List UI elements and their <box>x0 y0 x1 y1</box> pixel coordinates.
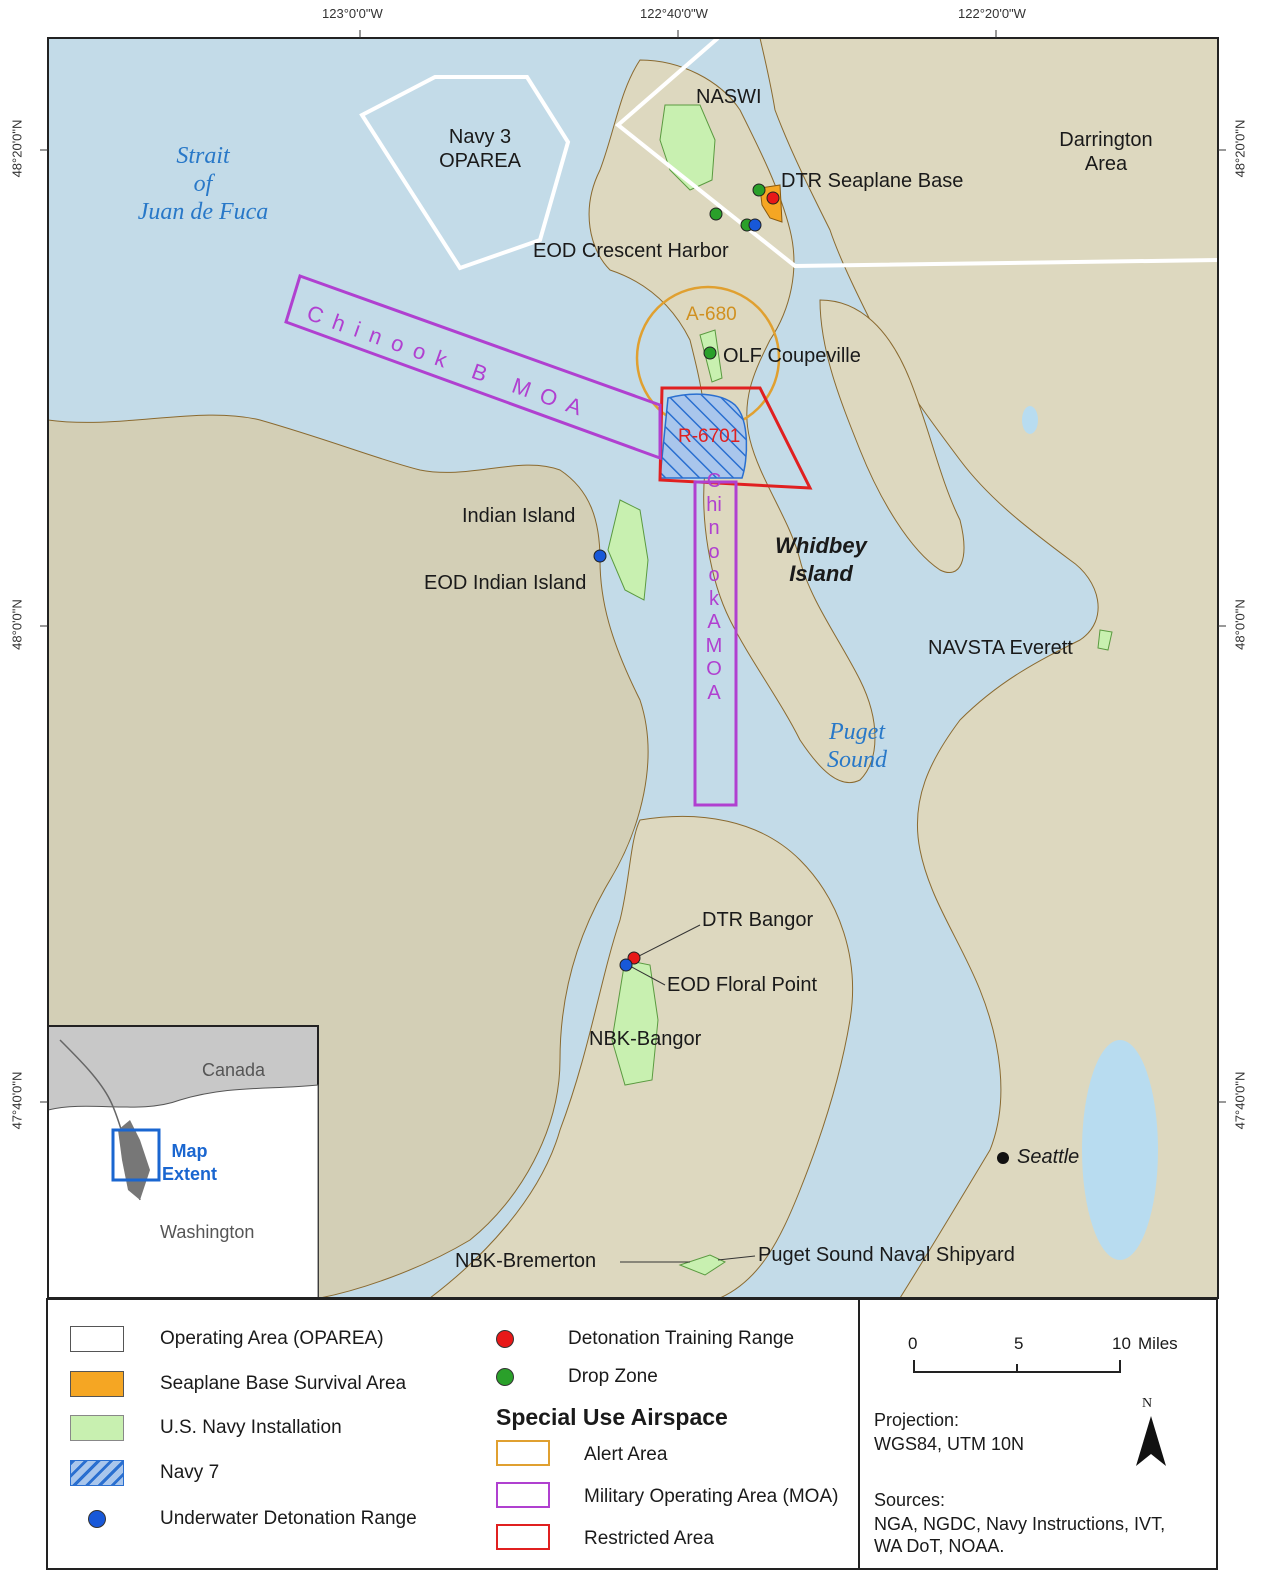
moa-swatch <box>496 1482 550 1508</box>
scale-unit: Miles <box>1138 1334 1178 1353</box>
lake-washington <box>1082 1040 1158 1260</box>
navsta-label: NAVSTA Everett <box>928 637 1073 659</box>
nbk-bangor-label: NBK-Bangor <box>589 1028 702 1050</box>
legend-oparea: Operating Area (OPAREA) <box>160 1328 384 1349</box>
olf-drop-zone-dot <box>703 346 717 360</box>
navy7-swatch <box>70 1460 124 1486</box>
inset-map <box>47 1025 319 1299</box>
chinook-b-moa <box>284 274 662 461</box>
dtr-seaplane-label: DTR Seaplane Base <box>781 170 964 192</box>
inset-washington-label: Washington <box>160 1222 255 1242</box>
sua-title: Special Use Airspace <box>496 1404 728 1430</box>
navy-installation-swatch <box>70 1415 124 1441</box>
whidbey-label: Whidbey Island <box>775 533 867 586</box>
dtr-seaplane-dot <box>766 191 780 205</box>
coord-top-3: 122°20'0"W <box>958 6 1026 21</box>
navy3-oparea-polygon <box>359 75 571 271</box>
seattle-label: Seattle <box>1017 1146 1080 1168</box>
eod-floral-leader <box>627 964 666 986</box>
eod-floral-label: EOD Floral Point <box>667 974 818 996</box>
legend-navy7: Navy 7 <box>160 1462 220 1483</box>
lake-small <box>1022 406 1038 434</box>
navy3-label: Navy 3 OPAREA <box>439 126 521 172</box>
indian-island-label: Indian Island <box>462 505 576 527</box>
dtr-swatch <box>496 1330 514 1348</box>
eod-floral-dot <box>619 958 633 972</box>
coord-left-1: 48°20'0"N <box>9 119 25 178</box>
darrington-label: Darrington Area <box>1059 129 1153 175</box>
legend-udr: Underwater Detonation Range <box>160 1508 417 1529</box>
naswi-label: NASWI <box>696 86 762 108</box>
chinook-a-moa <box>693 480 738 807</box>
scale-tick-10: 10 <box>1112 1334 1131 1353</box>
eod-crescent-label: EOD Crescent Harbor <box>533 240 729 262</box>
scale-tick-5: 5 <box>1014 1334 1024 1353</box>
psns-label: Puget Sound Naval Shipyard <box>758 1244 1015 1266</box>
north-arrow-icon <box>1136 1416 1166 1466</box>
indian-island-installation <box>607 499 649 601</box>
naswi-oparea-polygon <box>614 38 1218 269</box>
projection-title: Projection: <box>874 1410 960 1430</box>
coord-right-2: 48°0'0"N <box>1232 599 1248 650</box>
legend-panel: Operating Area (OPAREA) Seaplane Base Su… <box>46 1298 1218 1570</box>
seaplane-swatch <box>70 1371 124 1397</box>
coord-right-3: 47°40'0"N <box>1232 1071 1248 1130</box>
eod-indian-label: EOD Indian Island <box>424 572 587 594</box>
nbk-bangor-installation <box>611 959 659 1086</box>
coord-top-2: 122°40'0"W <box>640 6 708 21</box>
legend-divider <box>858 1300 860 1570</box>
legend-dtr: Detonation Training Range <box>568 1328 795 1349</box>
psns-installation <box>678 1254 727 1276</box>
legend-seaplane: Seaplane Base Survival Area <box>160 1373 407 1394</box>
strait-label: Strait of Juan de Fuca <box>137 143 269 225</box>
seattle-dot <box>997 1152 1009 1164</box>
psns-leader <box>717 1255 756 1261</box>
a680-label: A-680 <box>686 304 737 325</box>
north-label: N <box>1142 1396 1153 1411</box>
legend-alert: Alert Area <box>584 1444 668 1465</box>
dtr-bangor-label: DTR Bangor <box>702 909 814 931</box>
restricted-swatch <box>496 1524 550 1550</box>
inset-canada-label: Canada <box>202 1060 266 1080</box>
sources-value: NGA, NGDC, Navy Instructions, IVT, WA Do… <box>874 1514 1166 1556</box>
eod-crescent-dot <box>748 218 762 232</box>
eod-indian-dot <box>593 549 607 563</box>
scale-bar <box>913 1360 1121 1373</box>
olf-label: OLF Coupeville <box>723 345 861 367</box>
chinook-a-label: Chinook A MOA <box>705 470 723 704</box>
alert-swatch <box>496 1440 550 1466</box>
navy7-area <box>659 393 748 479</box>
nbk-bremerton-label: NBK-Bremerton <box>455 1250 597 1272</box>
coord-left-2: 48°0'0"N <box>9 599 25 650</box>
navsta-installation <box>1097 629 1113 651</box>
mainland-east <box>759 38 1218 1298</box>
projection-value: WGS84, UTM 10N <box>874 1434 1025 1454</box>
udr-swatch <box>88 1510 106 1528</box>
legend-dz: Drop Zone <box>568 1366 658 1387</box>
sources-title: Sources: <box>874 1490 946 1510</box>
oparea-swatch <box>70 1326 124 1352</box>
camano-island <box>819 299 965 573</box>
drop-zone-dot <box>752 183 766 197</box>
scale-tick-0: 0 <box>908 1334 918 1353</box>
puget-sound-label: Puget Sound <box>827 719 887 773</box>
dtr-bangor-leader <box>634 924 701 959</box>
coord-left-3: 47°40'0"N <box>9 1071 25 1130</box>
legend-restricted: Restricted Area <box>584 1528 714 1549</box>
map-extent-box <box>111 1128 161 1182</box>
coord-right-1: 48°20'0"N <box>1232 119 1248 178</box>
legend-moa: Military Operating Area (MOA) <box>584 1486 839 1507</box>
coord-top-1: 123°0'0"W <box>322 6 383 21</box>
inset-map-extent-label: Map Extent <box>162 1141 218 1184</box>
r6701-label: R-6701 <box>678 426 741 447</box>
drop-zone-dot <box>709 207 723 221</box>
dz-swatch <box>496 1368 514 1386</box>
legend-navy-installation: U.S. Navy Installation <box>160 1417 342 1438</box>
